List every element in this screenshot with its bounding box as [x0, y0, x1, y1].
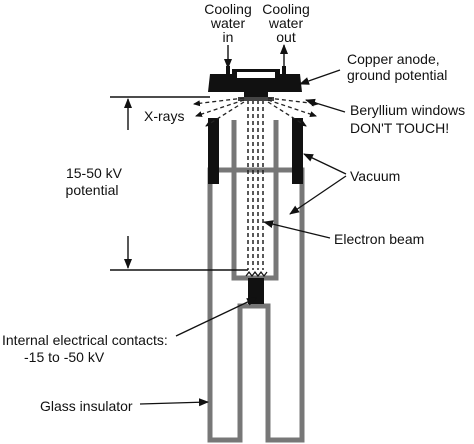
vacuum-leader-2: [289, 175, 347, 215]
potential-span-indicator: [110, 96, 248, 271]
label-cooling-in-3: in: [223, 29, 234, 45]
label-anode-1: Copper anode,: [347, 51, 440, 67]
cathode-filament: [245, 271, 268, 277]
beryllium-window-right: [292, 118, 303, 184]
label-anode-2: ground potential: [347, 67, 447, 83]
label-contacts-1: Internal electrical contacts:: [2, 332, 168, 348]
label-glass-insulator: Glass insulator: [40, 398, 133, 414]
glass-insulator-inner: [231, 120, 279, 281]
cooling-water-tube: [226, 66, 286, 82]
label-potential-1: 15-50 kV: [66, 165, 123, 181]
label-cooling-in-1: Cooling: [204, 1, 251, 17]
x-ray-rays: [193, 97, 319, 127]
label-xrays: X-rays: [144, 108, 184, 124]
electron-beam: [247, 100, 264, 270]
label-vacuum: Vacuum: [350, 168, 400, 184]
label-electron-beam: Electron beam: [334, 231, 424, 247]
beryllium-window-left: [208, 118, 219, 184]
label-cooling-out-1: Cooling: [262, 1, 309, 17]
contacts-leader: [175, 297, 257, 337]
vacuum-leader-1: [303, 153, 347, 175]
label-cooling-in-2: water: [210, 15, 246, 31]
glass-leader: [139, 398, 209, 407]
label-windows-1: Beryllium windows: [350, 102, 465, 118]
label-cooling-out-3: out: [276, 29, 296, 45]
cathode: [248, 278, 264, 304]
label-potential-2: potential: [66, 182, 119, 198]
copper-anode: [208, 69, 302, 101]
label-contacts-2: -15 to -50 kV: [24, 349, 105, 365]
label-cooling-out-2: water: [268, 15, 304, 31]
label-windows-2: DON'T TOUCH!: [350, 120, 449, 136]
glass-insulator-outer: [207, 167, 305, 443]
anode-leader: [299, 69, 341, 85]
windows-leader: [305, 98, 346, 113]
electron-beam-leader: [263, 220, 331, 239]
